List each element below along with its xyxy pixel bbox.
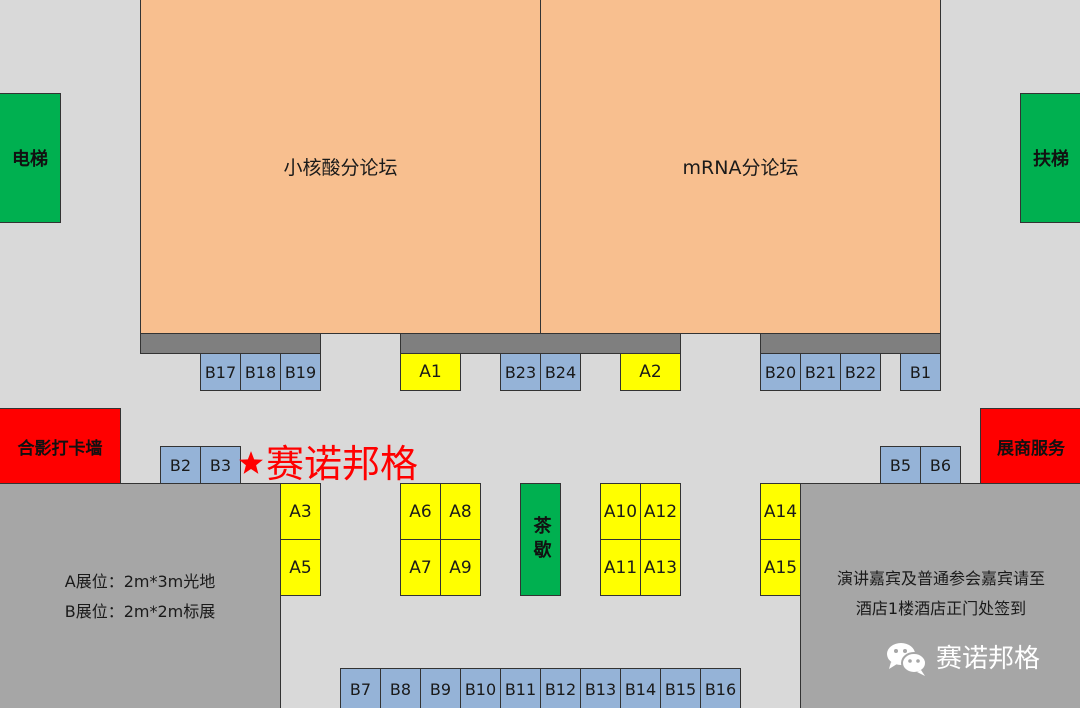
booth-a2: A2	[620, 353, 681, 391]
booth-a8: A8	[440, 483, 481, 540]
notice-box: 演讲嘉宾及普通参会嘉宾请至 酒店1楼酒店正门处签到	[800, 483, 1080, 708]
wechat-icon	[885, 640, 931, 678]
booth-a1: A1	[400, 353, 461, 391]
booth-a13: A13	[640, 539, 681, 596]
booth-b1: B1	[900, 353, 941, 391]
escalator: 扶梯	[1020, 93, 1080, 223]
booth-b6: B6	[920, 446, 961, 484]
legend-box: A展位：2m*3m光地 B展位：2m*2m标展	[0, 483, 281, 708]
booth-a11: A11	[600, 539, 641, 596]
booth-a14: A14	[760, 483, 801, 540]
photo-wall: 合影打卡墙	[0, 408, 121, 484]
booth-b17: B17	[200, 353, 241, 391]
booth-a7: A7	[400, 539, 441, 596]
booth-b23: B23	[500, 353, 541, 391]
booth-b15: B15	[660, 668, 701, 708]
notice-line1: 演讲嘉宾及普通参会嘉宾请至	[836, 569, 1045, 588]
booth-a10: A10	[600, 483, 641, 540]
legend-a: A展位：2m*3m光地	[64, 571, 216, 591]
booth-b3: B3	[200, 446, 241, 484]
stage-bar	[140, 333, 321, 354]
forum-mrna: mRNA分论坛	[540, 0, 941, 334]
elevator: 电梯	[0, 93, 61, 223]
booth-b21: B21	[800, 353, 841, 391]
forum-small-nucleic-acid: 小核酸分论坛	[140, 0, 541, 334]
stage-bar	[400, 333, 681, 354]
booth-a15: A15	[760, 539, 801, 596]
booth-b7: B7	[340, 668, 381, 708]
booth-b20: B20	[760, 353, 801, 391]
booth-b24: B24	[540, 353, 581, 391]
booth-b5: B5	[880, 446, 921, 484]
booth-b13: B13	[580, 668, 621, 708]
booth-b19: B19	[280, 353, 321, 391]
booth-a5: A5	[280, 539, 321, 596]
booth-a9: A9	[440, 539, 481, 596]
booth-a6: A6	[400, 483, 441, 540]
booth-b16: B16	[700, 668, 741, 708]
star-marker-icon	[238, 450, 264, 476]
booth-b12: B12	[540, 668, 581, 708]
booth-b2: B2	[160, 446, 201, 484]
legend-b: B展位：2m*2m标展	[64, 601, 216, 621]
notice-line2: 酒店1楼酒店正门处签到	[855, 599, 1027, 618]
booth-b14: B14	[620, 668, 661, 708]
booth-b8: B8	[380, 668, 421, 708]
marker-label: 赛诺邦格	[266, 442, 419, 486]
stage-bar	[760, 333, 941, 354]
booth-a12: A12	[640, 483, 681, 540]
watermark-label: 赛诺邦格	[936, 644, 1041, 674]
booth-b18: B18	[240, 353, 281, 391]
booth-b10: B10	[460, 668, 501, 708]
booth-b11: B11	[500, 668, 541, 708]
booth-b22: B22	[840, 353, 881, 391]
booth-b9: B9	[420, 668, 461, 708]
tea-break: 茶歇	[520, 483, 561, 596]
booth-a3: A3	[280, 483, 321, 540]
exhibitor-service: 展商服务	[980, 408, 1080, 484]
